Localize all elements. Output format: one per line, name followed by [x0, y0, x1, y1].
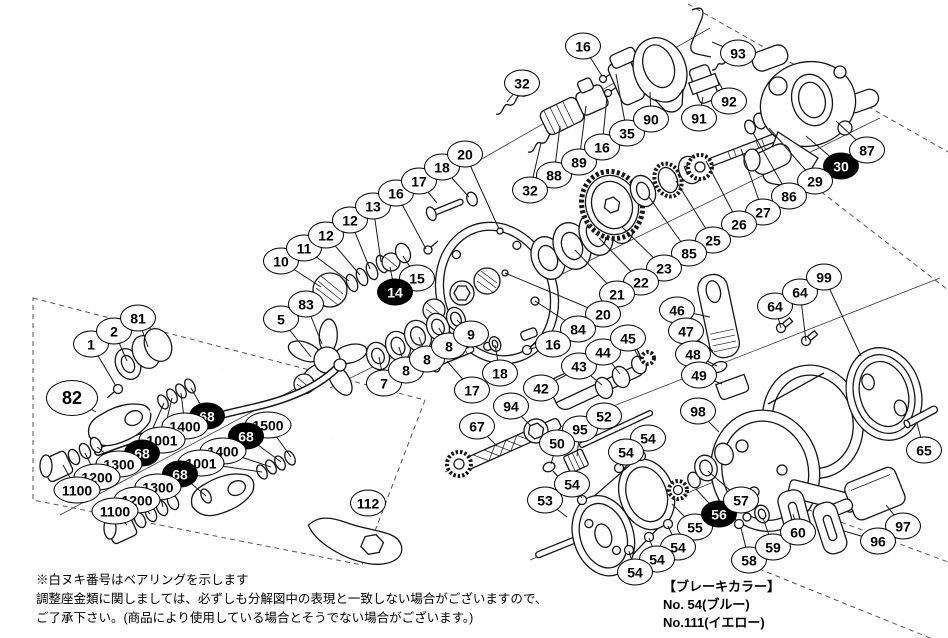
part-balloon-64: 64 — [782, 278, 818, 306]
right-side-plate — [743, 44, 880, 189]
part-balloon-94: 94 — [493, 392, 529, 420]
part-balloon-57: 57 — [723, 486, 759, 514]
cover-screws — [775, 316, 819, 347]
part-balloon-52: 52 — [586, 402, 622, 430]
part-balloon-12: 12 — [308, 221, 344, 249]
part-balloon-32: 32 — [512, 176, 548, 204]
part-balloon-92: 92 — [711, 87, 747, 115]
footnote-line: 調整座金類に関しましては、必ずしも分解図中の表現と一致しない場合がございますので… — [36, 592, 548, 606]
part-balloon-81: 81 — [120, 304, 156, 332]
brake-color-title: 【ブレーキカラー】 — [663, 579, 781, 594]
part-balloon-54: 54 — [608, 438, 644, 466]
part-balloon-32: 32 — [504, 69, 540, 97]
part-balloon-16: 16 — [535, 330, 571, 358]
part-balloon-59: 59 — [755, 533, 791, 561]
part-balloon-42: 42 — [523, 374, 559, 402]
part-balloon-18: 18 — [482, 359, 518, 387]
footnote-block: ※白ヌキ番号はベアリングを示します 調整座金類に関しましては、必ずしも分解図中の… — [36, 571, 547, 628]
part-balloon-45: 45 — [610, 324, 646, 352]
levelwind-assembly — [445, 343, 674, 556]
part-balloon-14: 14 — [377, 278, 413, 306]
part-balloon-20: 20 — [447, 140, 483, 168]
part-balloon-65: 65 — [906, 436, 942, 464]
part-balloon-97: 97 — [885, 512, 921, 540]
gear-train — [530, 112, 798, 280]
clutch-lever — [697, 273, 750, 401]
part-balloon-43: 43 — [561, 352, 597, 380]
part-balloon-99: 99 — [806, 263, 842, 291]
part-balloon-1100: 1100 — [53, 476, 101, 504]
part-balloon-58: 58 — [731, 546, 767, 574]
top-clutch-assembly — [495, 7, 731, 153]
part-balloon-26: 26 — [721, 210, 757, 238]
wrench-tool — [307, 517, 403, 565]
part-balloon-35: 35 — [609, 119, 645, 147]
spool-assembly — [535, 442, 770, 577]
part-balloon-16: 16 — [565, 32, 601, 60]
footnote-line: ご了承下さい。(商品により使用している場合とそうでない場合がございます。) — [36, 611, 474, 625]
pin-65 — [903, 405, 939, 429]
part-balloon-54: 54 — [617, 558, 653, 586]
brake-color-line: No.111(イエロー) — [663, 615, 765, 630]
part-balloon-89: 89 — [561, 148, 597, 176]
part-balloon-54: 54 — [554, 470, 590, 498]
part-balloon-112: 112 — [350, 489, 386, 517]
part-balloon-49: 49 — [681, 361, 717, 389]
part-balloon-83: 83 — [288, 290, 324, 318]
part-balloon-16: 16 — [584, 133, 620, 161]
brake-color-line: No. 54(ブルー) — [663, 597, 750, 612]
part-balloon-9: 9 — [453, 320, 489, 348]
part-balloon-60: 60 — [780, 518, 816, 546]
part-balloon-85: 85 — [671, 239, 707, 267]
part-balloon-96: 96 — [860, 527, 896, 555]
part-balloon-93: 93 — [720, 39, 756, 67]
part-balloon-47: 47 — [668, 317, 704, 345]
part-balloon-87: 87 — [849, 136, 885, 164]
drag-washers — [365, 306, 467, 371]
part-balloon-91: 91 — [681, 104, 717, 132]
part-balloon-1100: 1100 — [91, 497, 139, 525]
part-balloon-82: 82 — [46, 380, 98, 416]
brake-color-block: 【ブレーキカラー】 No. 54(ブルー) No.111(イエロー) — [663, 578, 780, 632]
part-balloon-50: 50 — [539, 429, 575, 457]
part-balloon-17: 17 — [454, 376, 490, 404]
part-balloon-98: 98 — [680, 397, 716, 425]
handle-knob — [190, 473, 255, 517]
part-balloon-56: 56 — [701, 500, 737, 528]
part-balloon-67: 67 — [459, 412, 495, 440]
side-cover — [845, 347, 923, 441]
footnote-line: ※白ヌキ番号はベアリングを示します — [36, 573, 249, 587]
part-balloon-90: 90 — [633, 105, 669, 133]
part-balloon-15: 15 — [399, 264, 435, 292]
